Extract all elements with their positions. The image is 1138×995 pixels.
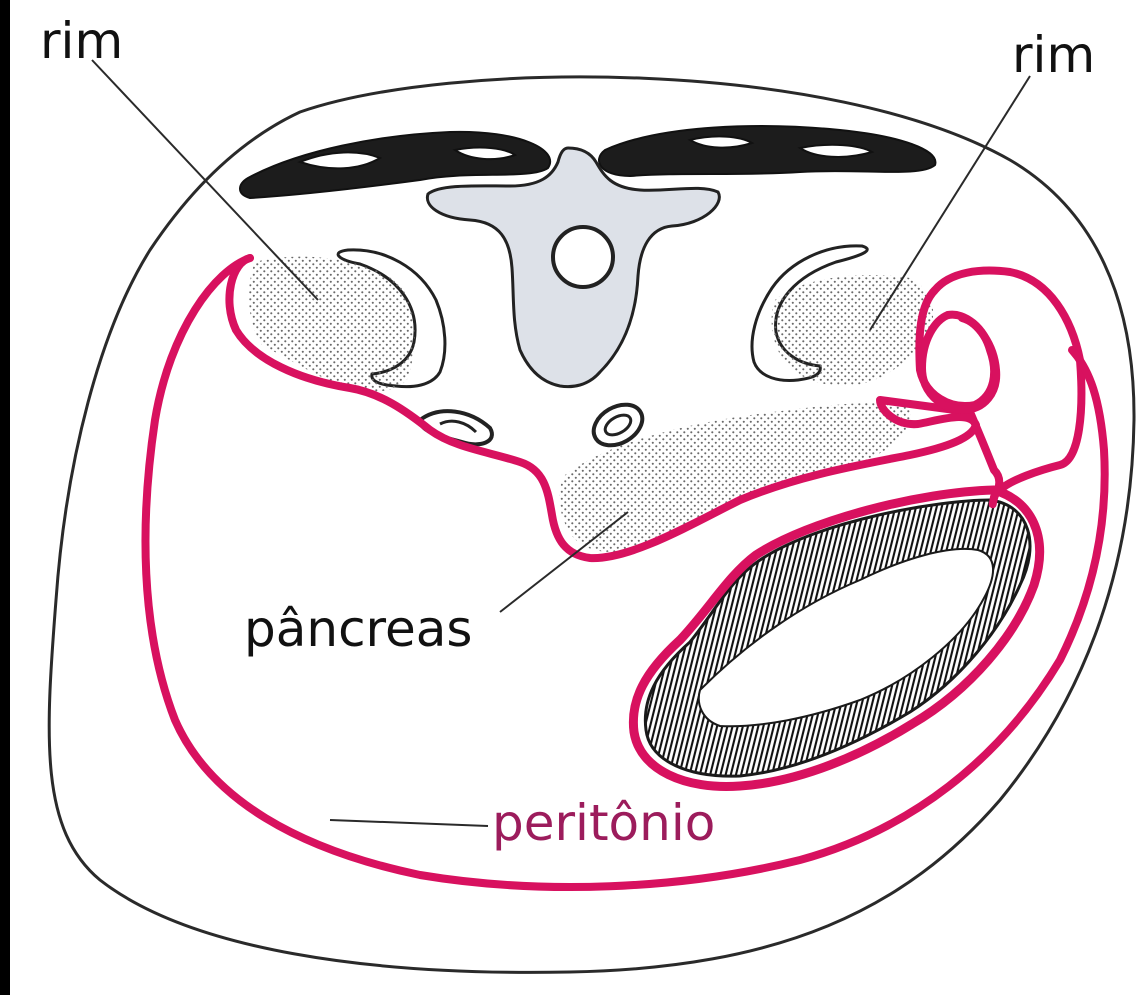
spinal-canal bbox=[553, 227, 613, 287]
label-rim-left: rim bbox=[40, 12, 123, 70]
label-rim-right: rim bbox=[1012, 26, 1095, 84]
label-peritoneum: peritônio bbox=[492, 794, 715, 852]
label-pancreas: pâncreas bbox=[244, 600, 472, 658]
